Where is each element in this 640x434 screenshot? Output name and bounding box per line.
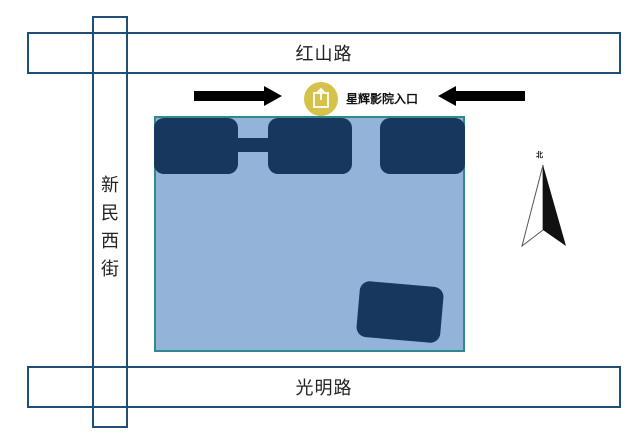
road-guangming-label: 光明路 [295,378,353,399]
building-2 [268,118,352,174]
entrance-door-icon[interactable] [304,82,338,116]
compass-north-label: 北 [536,151,543,159]
building-4 [355,280,445,344]
road-hongshan-label: 红山路 [295,44,353,65]
entrance-label: 星辉影院入口 [346,92,419,106]
road-xinmin-west [92,16,128,428]
road-xinmin-char-2: 民 [101,203,119,224]
arrow-right-icon [194,86,282,106]
road-xinmin-char-3: 西 [101,231,119,252]
building-1 [154,118,238,174]
arrow-left-icon [438,86,525,106]
building-connector [236,138,268,152]
building-3 [380,118,465,174]
road-xinmin-char-4: 街 [101,259,119,280]
north-arrow-icon [521,164,566,248]
road-xinmin-west-label: 新 民 西 街 [92,172,128,284]
road-xinmin-char-1: 新 [101,175,119,196]
cinema-plot [154,116,465,352]
